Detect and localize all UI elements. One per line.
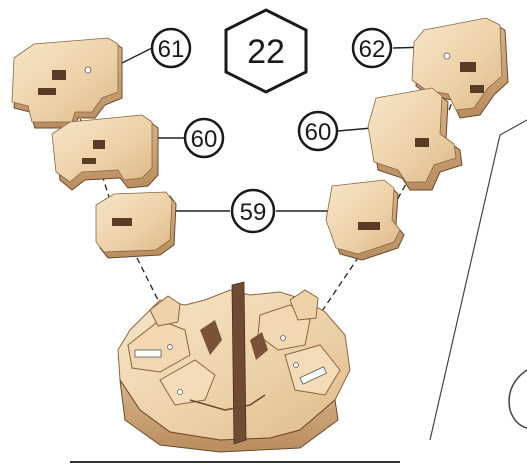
callout-60-right: 60: [299, 112, 337, 150]
callout-61: 61: [152, 29, 190, 67]
callout-62: 62: [353, 29, 391, 67]
callout-59-label: 59: [240, 199, 267, 226]
step-number: 22: [247, 33, 285, 71]
piece-60-right: [368, 88, 462, 190]
callout-62-label: 62: [359, 36, 386, 63]
callout-59: 59: [232, 190, 274, 232]
piece-60-left: [52, 115, 158, 190]
piece-61: [12, 38, 122, 128]
callout-60-right-label: 60: [305, 119, 332, 146]
step-hexagon: 22: [226, 10, 306, 92]
callout-60-left-label: 60: [191, 126, 218, 153]
base-assembly: [118, 282, 350, 452]
piece-59-left: [96, 192, 176, 258]
callout-61-label: 61: [158, 36, 185, 63]
piece-59-right: [326, 180, 404, 260]
callout-60-left: 60: [185, 119, 223, 157]
page-arc: [509, 370, 527, 428]
